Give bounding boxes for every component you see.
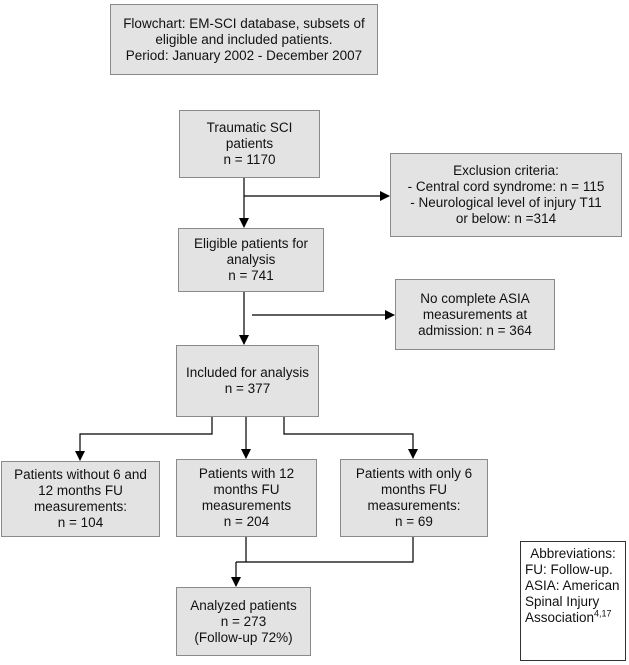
abbreviation-fu: FU: Follow-up. bbox=[525, 562, 613, 577]
with12-line-3: measurements bbox=[201, 498, 292, 513]
no-asia-box: No complete ASIA measurements at admissi… bbox=[395, 279, 555, 350]
abbreviation-asia-3-text: Association bbox=[525, 610, 595, 625]
abbreviations-box: Abbreviations: FU: Follow-up. ASIA: Amer… bbox=[520, 541, 626, 661]
included-analysis-box: Included for analysis n = 377 bbox=[176, 345, 319, 417]
only6-line-1: Patients with only 6 bbox=[355, 466, 473, 481]
header-line-1: Flowchart: EM-SCI database, subsets of bbox=[123, 15, 365, 31]
only6-line-3: measurements: bbox=[367, 498, 461, 513]
eligible-line-2: analysis bbox=[226, 252, 276, 267]
eligible-line-1: Eligible patients for bbox=[193, 236, 309, 251]
header-line-2: eligible and included patients. bbox=[155, 31, 333, 47]
abbreviation-reference: 4,17 bbox=[594, 608, 612, 619]
traumatic-line-1: Traumatic SCI bbox=[206, 120, 293, 135]
analyzed-followup: (Follow-up 72%) bbox=[194, 629, 293, 645]
analyzed-line-1: Analyzed patients bbox=[190, 597, 297, 613]
included-line-1: Included for analysis bbox=[185, 365, 310, 380]
abbreviation-asia-2: Spinal Injury bbox=[525, 594, 600, 609]
traumatic-line-2: patients bbox=[225, 136, 274, 151]
included-count: n = 377 bbox=[224, 381, 271, 396]
connector-to-without bbox=[75, 417, 213, 461]
without-line-2: 12 months FU bbox=[38, 483, 123, 498]
without-line-1: Patients without 6 and bbox=[14, 467, 147, 482]
exclusion-neuro-level: - Neurological level of injury T11 bbox=[410, 195, 602, 210]
without-line-3: measurements: bbox=[33, 499, 128, 514]
eligible-patients-box: Eligible patients for analysis n = 741 bbox=[178, 228, 324, 292]
no-asia-count: admission: n = 364 bbox=[418, 322, 532, 338]
analyzed-count: n = 273 bbox=[220, 613, 267, 629]
with12-count: n = 204 bbox=[223, 514, 270, 529]
patients-with-12m-box: Patients with 12 months FU measurements … bbox=[176, 459, 317, 537]
abbreviation-asia-1: ASIA: American bbox=[525, 578, 620, 593]
patients-without-fu-box: Patients without 6 and 12 months FU meas… bbox=[1, 461, 160, 537]
only6-count: n = 69 bbox=[395, 514, 433, 529]
traumatic-sci-box: Traumatic SCI patients n = 1170 bbox=[179, 110, 320, 178]
abbreviation-asia-3: Association4,17 bbox=[525, 608, 621, 626]
traumatic-count: n = 1170 bbox=[223, 152, 276, 167]
exclusion-central-cord: - Central cord syndrome: n = 115 bbox=[407, 179, 605, 194]
only6-line-2: months FU bbox=[380, 482, 448, 497]
abbreviations-title: Abbreviations: bbox=[530, 546, 616, 561]
without-count: n = 104 bbox=[57, 515, 104, 530]
exclusion-neuro-count: or below: n =314 bbox=[455, 211, 557, 226]
with12-line-2: months FU bbox=[213, 482, 280, 497]
analyzed-patients-box: Analyzed patients n = 273 (Follow-up 72%… bbox=[176, 587, 311, 656]
eligible-count: n = 741 bbox=[228, 268, 274, 283]
exclusion-title: Exclusion criteria: bbox=[453, 163, 559, 178]
connector-to-only6 bbox=[283, 417, 418, 459]
with12-line-1: Patients with 12 bbox=[198, 466, 295, 481]
connector-only6-down bbox=[236, 537, 414, 563]
patients-only-6m-box: Patients with only 6 months FU measureme… bbox=[340, 459, 488, 537]
no-asia-line-2: measurements at bbox=[422, 306, 528, 322]
exclusion-criteria-box: Exclusion criteria: - Central cord syndr… bbox=[390, 153, 622, 237]
header-box: Flowchart: EM-SCI database, subsets of e… bbox=[110, 4, 378, 75]
no-asia-line-1: No complete ASIA bbox=[420, 290, 530, 306]
header-line-3: Period: January 2002 - December 2007 bbox=[125, 47, 363, 63]
